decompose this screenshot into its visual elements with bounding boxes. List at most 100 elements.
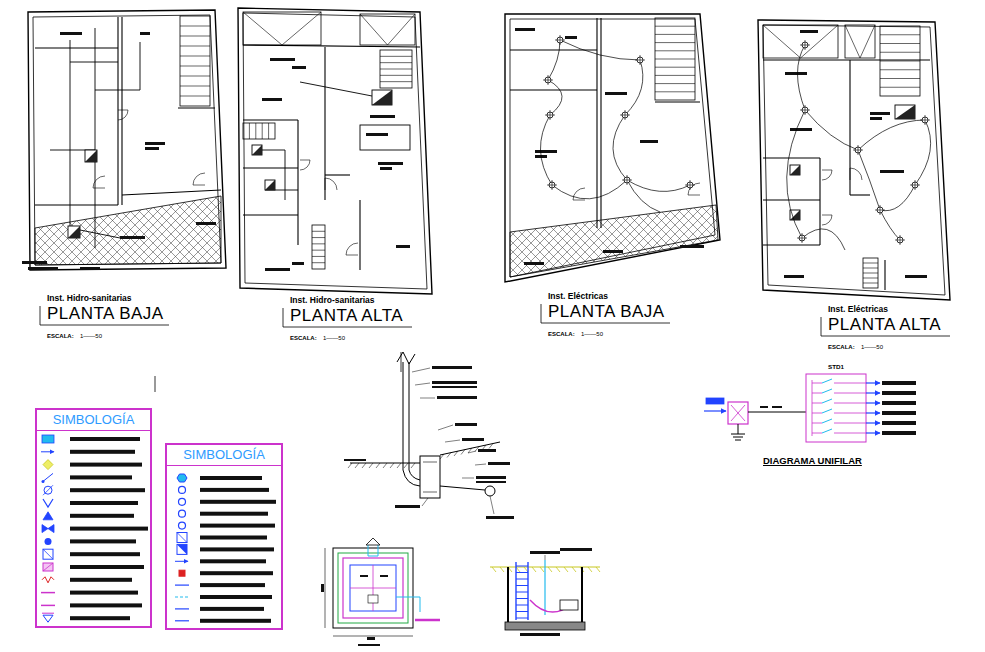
ground-hatch	[556, 567, 560, 572]
stair-step	[380, 62, 412, 63]
text-bar	[882, 381, 916, 385]
pipe-line	[95, 42, 140, 90]
circuit-arc	[548, 40, 560, 80]
door-swing	[325, 178, 337, 190]
text-bar	[605, 92, 627, 95]
ground-hatch	[461, 450, 465, 455]
legend-symbol	[41, 605, 55, 607]
fixture-box	[790, 165, 800, 175]
wall-line	[178, 107, 215, 108]
outlet-pipe	[415, 619, 440, 622]
stair-step	[655, 67, 695, 68]
stair-step	[255, 123, 256, 139]
fixture-fill	[68, 226, 80, 238]
meter-cross	[731, 405, 745, 421]
legend-rows	[41, 435, 276, 623]
distribution-panel: STD1	[806, 361, 866, 442]
legend-symbol	[42, 480, 45, 483]
stair-step	[262, 123, 263, 139]
dimension-line	[333, 636, 413, 637]
text-bar	[488, 462, 510, 465]
text-bar	[344, 459, 366, 461]
stair-step	[655, 59, 695, 60]
legend-symbol	[43, 473, 53, 481]
legend-symbol	[179, 498, 186, 505]
text-bar	[265, 268, 290, 271]
text-bar	[200, 488, 269, 492]
branch-arrow	[866, 392, 880, 393]
text-bar	[360, 575, 368, 577]
text-bar	[70, 437, 140, 441]
ground-hatch	[492, 567, 496, 572]
section-wall	[581, 567, 583, 622]
text-bar	[476, 476, 506, 479]
panel-label: STD1	[806, 361, 866, 373]
scale-label: ESCALA:	[548, 331, 575, 338]
branch-line	[812, 413, 822, 414]
stair-step	[312, 262, 325, 263]
legend-symbol	[45, 538, 52, 545]
fixture-fill	[265, 180, 275, 190]
breaker-symbol	[822, 419, 832, 423]
ground-hatch	[564, 567, 568, 572]
wall-line	[884, 260, 885, 290]
breaker-symbol	[822, 379, 832, 383]
legend-symbol	[179, 522, 186, 529]
sheet-title: PLANTA ALTA	[828, 315, 941, 335]
light-cross	[915, 180, 916, 190]
pipe-line	[300, 82, 372, 96]
wall-line	[819, 158, 820, 245]
legend-symbol	[41, 592, 55, 594]
text-bar	[70, 501, 138, 505]
stair-step	[312, 237, 325, 238]
legend-symbol	[175, 596, 189, 597]
text-bar	[760, 406, 768, 408]
stair-block	[312, 225, 325, 269]
text-bar	[366, 133, 388, 136]
light-cross	[805, 40, 806, 50]
circuit-arc	[805, 110, 858, 150]
text-bar	[321, 584, 324, 592]
scale-value: 1——50	[861, 344, 883, 351]
stair-step	[655, 91, 695, 92]
wall-line	[850, 194, 870, 195]
floor-plan	[505, 14, 720, 282]
leader-line	[490, 496, 494, 514]
sheet-subtitle: Inst. Eléctricas	[828, 305, 888, 315]
ground-hatch	[532, 567, 536, 572]
stair-step	[312, 256, 325, 257]
text-bar	[200, 607, 264, 611]
text-bar	[772, 406, 782, 408]
text-bar	[486, 516, 514, 519]
branch-line	[812, 403, 822, 404]
ladder-rung	[516, 592, 528, 593]
stair-step	[863, 278, 878, 279]
stair-step	[180, 26, 210, 27]
wall-line	[243, 214, 298, 215]
text-bar	[200, 512, 268, 516]
legend-symbol	[44, 486, 52, 494]
text-bar	[395, 505, 420, 508]
branch-line	[834, 433, 866, 434]
fixture-box	[265, 180, 275, 190]
stair-step	[380, 75, 412, 76]
ground-symbol	[733, 437, 743, 438]
fixture-box	[68, 226, 80, 238]
fixture-box	[85, 150, 97, 162]
text-bar	[270, 58, 295, 61]
light-cross	[560, 35, 561, 45]
text-bar	[565, 36, 577, 39]
scale-value: 1——50	[323, 335, 345, 342]
stair-step	[655, 34, 695, 35]
text-bar	[200, 559, 266, 563]
floor-plan	[238, 8, 432, 294]
circuit-arc	[540, 115, 552, 185]
text-bar	[882, 391, 916, 395]
text-bar	[28, 267, 58, 270]
void-band	[845, 25, 875, 58]
ground-hatch	[440, 454, 444, 459]
void-diagonal	[282, 12, 321, 45]
wall-line	[763, 199, 820, 200]
plan-inner-wall	[243, 13, 427, 289]
text-bar	[70, 578, 132, 582]
